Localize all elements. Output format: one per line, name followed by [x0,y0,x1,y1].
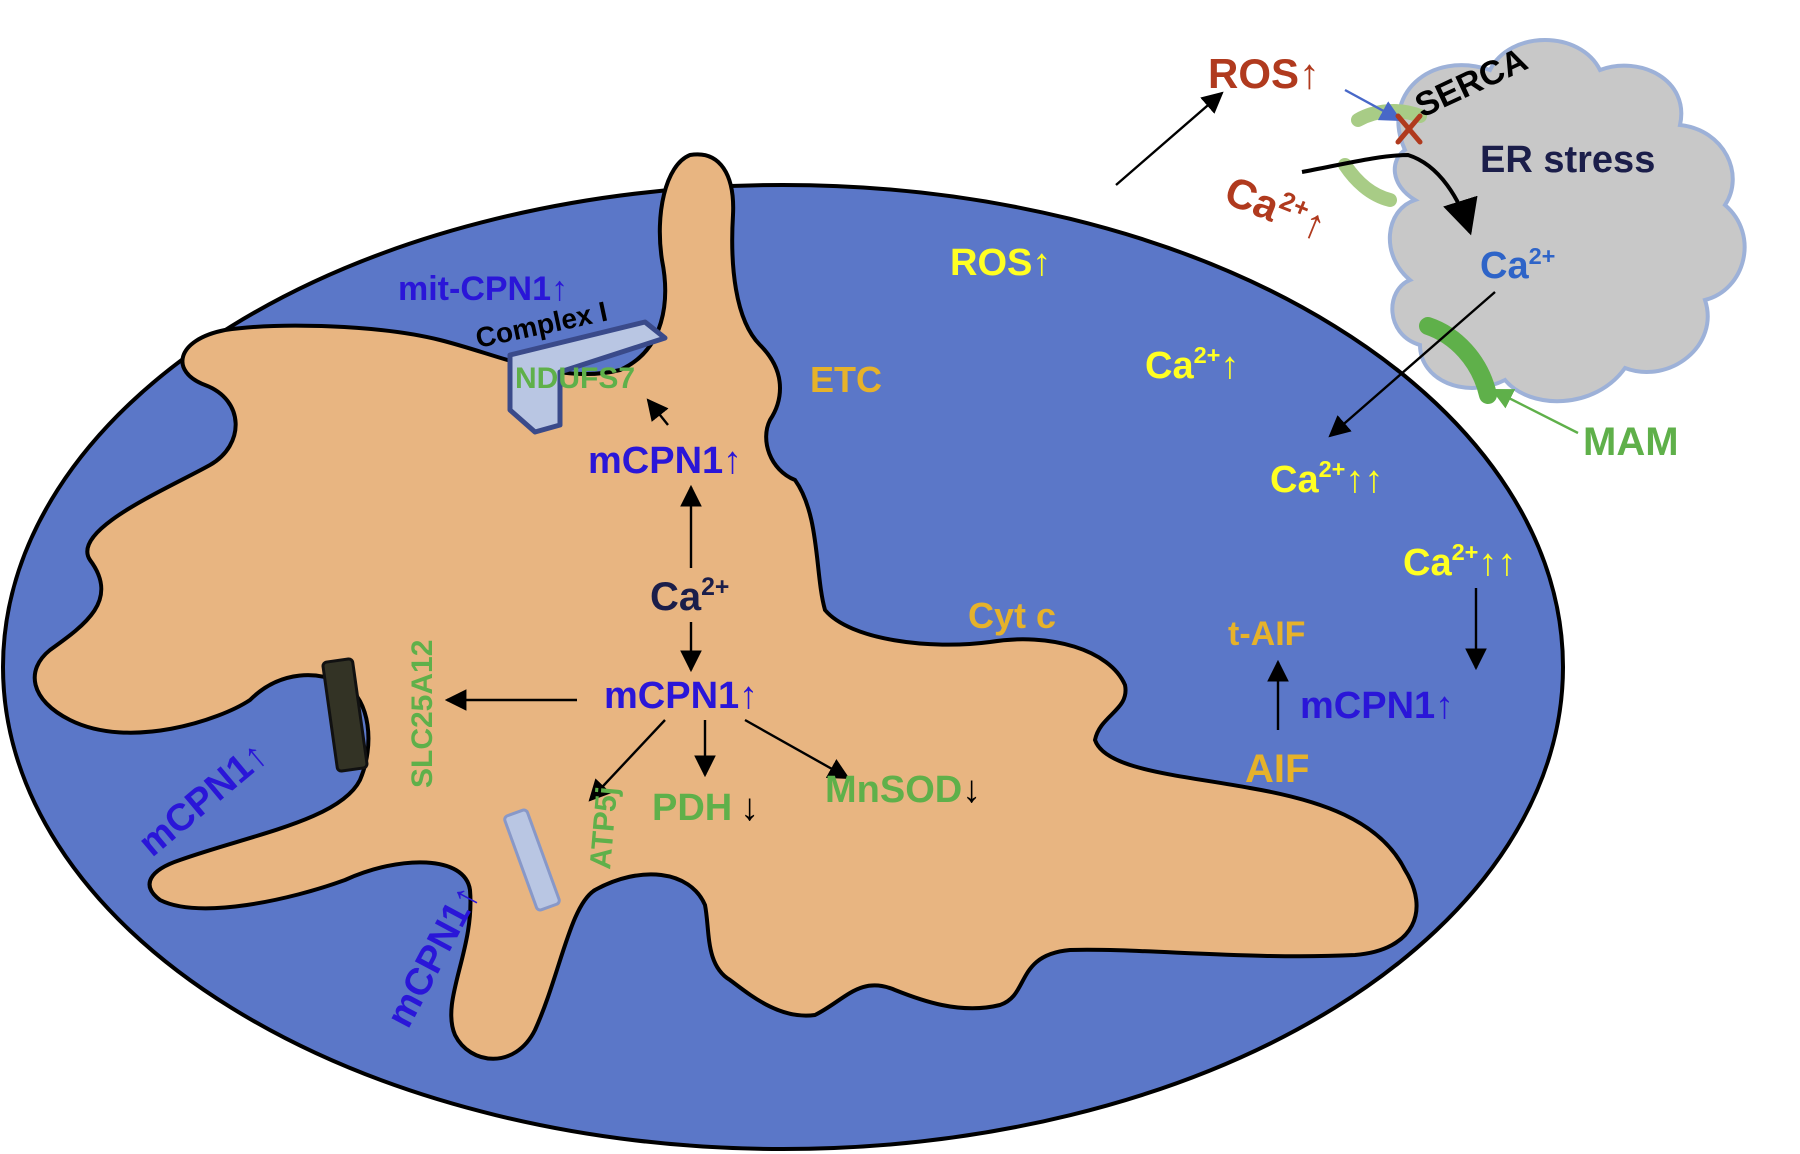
etc-label: ETC [810,359,882,400]
ca-inner-3-label: Ca2+↑↑ [1403,539,1516,584]
arrow-er-ca-to-mito [1328,291,1496,438]
mit-cpn1-label: mit-CPN1↑ [398,270,568,308]
mam-label: MAM [1583,420,1679,464]
slc25a12-label: SLC25A12 [406,640,439,788]
complex-i [507,319,668,435]
arrow-ros-to-serca [1344,88,1402,122]
mam-contact [1419,317,1497,404]
arrow-mcpn1-to-ndufs7 [646,398,669,426]
atp5j-label: ATP5j [584,785,624,870]
red-x-icon [1395,113,1423,145]
ca-inner-1-label: Ca2+↑ [1145,342,1239,387]
t-aif-label: t-AIF [1228,615,1305,653]
er-stress-label: ER stress [1480,139,1655,181]
ca-center-label: Ca2+ [650,574,729,619]
ca-label-outside: Ca2+↑ [1219,165,1334,250]
ros-inner-label: ROS↑ [950,242,1051,284]
pdh-label: PDH↓ [652,787,759,829]
ndufs7-label: NDUFS7 [515,362,635,395]
aif-label: AIF [1245,747,1309,791]
ca-inner-2-label: Ca2+↑↑ [1270,456,1383,501]
mnsod-label: MnSOD↓ [825,769,981,811]
mcpn1-center-label: mCPN1↑ [604,675,758,717]
slc25a12-transporter [321,657,369,773]
er-calcium-label: Ca2+ [1480,243,1555,287]
mcpn1-top-label: mCPN1↑ [588,440,742,482]
arrow-mam-pointer [1491,388,1579,435]
arrow-to-mnsod [744,718,850,780]
mitochondrial-matrix [32,152,1419,1061]
er-cloud [1387,38,1747,404]
mcpn1-right-label: mCPN1↑ [1300,685,1454,727]
atp5j-subunit [503,808,561,912]
arrow-ca-into-er [1301,152,1478,236]
arrow-to-atp5j [588,719,666,802]
arrow-to-ros-top [1115,91,1224,186]
serca-pump [1351,104,1427,127]
ros-label-outside: ROS↑ [1208,50,1320,97]
cyt-c-label: Cyt c [968,595,1056,636]
